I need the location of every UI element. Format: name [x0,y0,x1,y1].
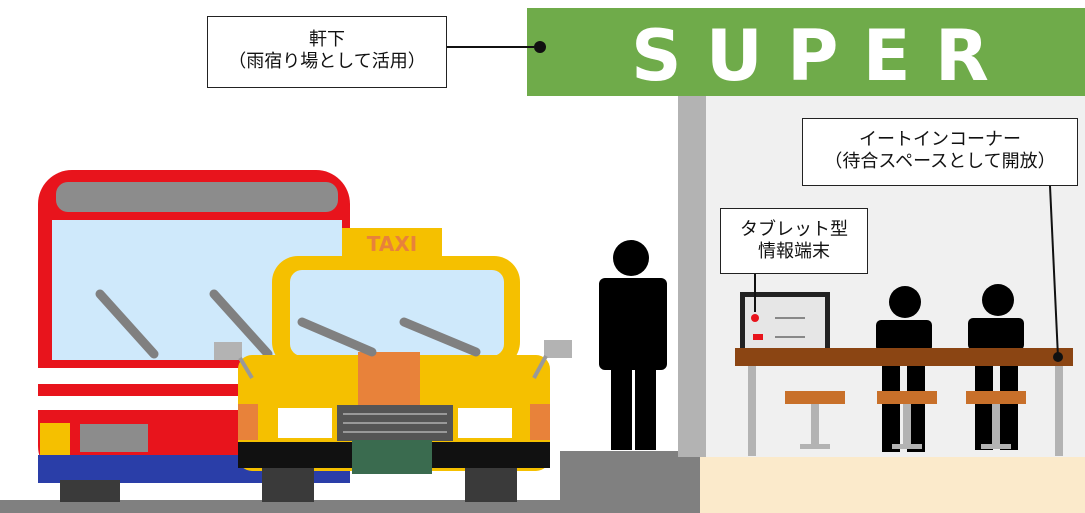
store-floor [700,457,1085,513]
taxi-roof-sign [342,228,442,258]
callout-eaves-line2: （雨宿り場として活用） [228,51,426,72]
taxi: TAXI [214,228,572,502]
store-pillar [678,95,706,457]
callout-tablet: タブレット型 情報端末 [720,208,868,274]
taxi-mirror-right [544,340,572,358]
callout-eaves-line1: 軒下 [309,29,345,50]
callout-tablet-line1: タブレット型 [740,219,848,240]
store-sign-text: S U P E R [631,15,989,97]
callout-leaders [447,46,1063,362]
callout-eat-in-line2: （待合スペースとして開放） [824,151,1056,172]
taxi-windshield [290,270,504,356]
eaves-leader-dot [534,41,546,53]
callout-eaves: 軒下 （雨宿り場として活用） [207,16,447,88]
taxi-sign-text: TAXI [367,232,417,256]
taxi-plate [352,440,432,474]
stools [785,391,1026,449]
eat-in-counter [735,348,1073,456]
callout-eat-in-line1: イートインコーナー [859,129,1021,150]
callout-tablet-line2: 情報端末 [758,241,830,262]
callout-eat-in: イートインコーナー （待合スペースとして開放） [802,118,1078,186]
store-sign: S U P E R [527,8,1085,97]
taxi-headlight-left [278,408,332,438]
taxi-mirror-left [214,342,242,360]
standing-person-icon [599,240,667,450]
bus [38,170,350,502]
sidewalk-step [560,451,700,513]
ground [0,451,700,513]
road [0,500,700,513]
taxi-headlight-right [458,408,512,438]
